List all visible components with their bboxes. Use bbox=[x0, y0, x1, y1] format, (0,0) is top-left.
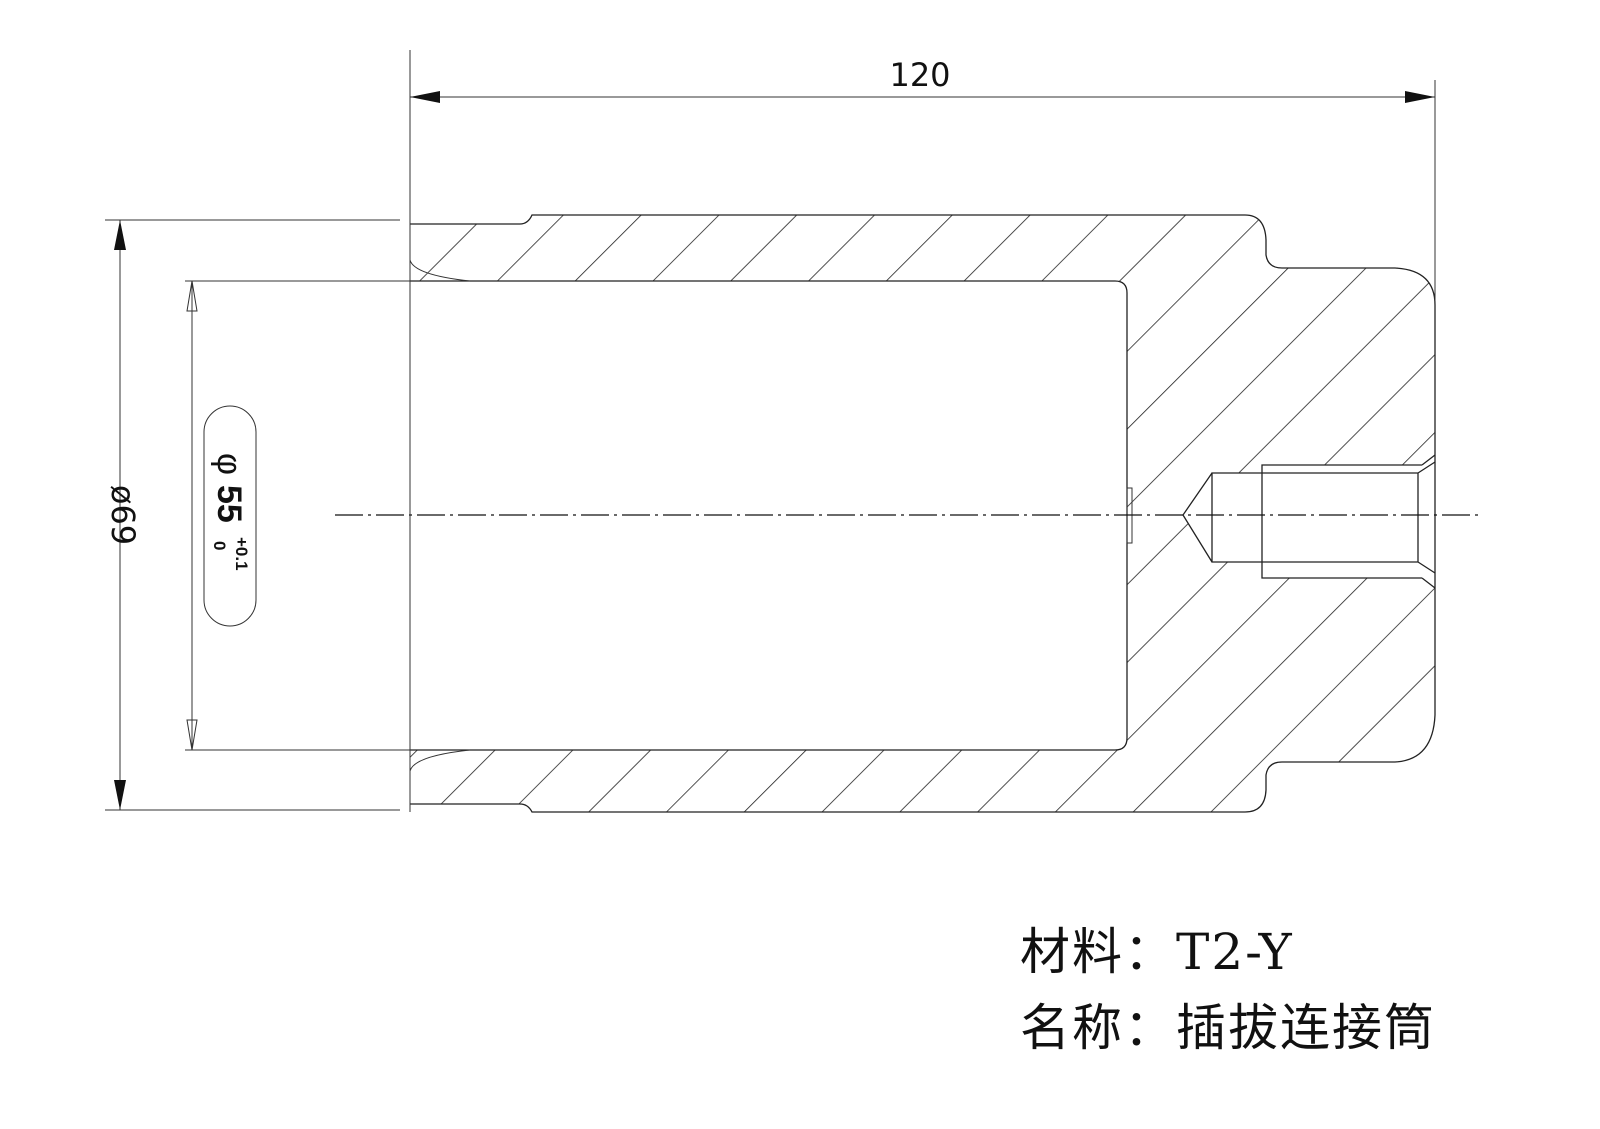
arrow-down-55 bbox=[186, 719, 198, 751]
material-label: 材料： bbox=[1020, 923, 1176, 981]
arrow-left bbox=[410, 91, 440, 103]
arrow-down-69 bbox=[114, 780, 126, 810]
dimension-diameter-69-text: ø69 bbox=[104, 485, 142, 545]
arrow-up-55 bbox=[186, 280, 198, 312]
material-value: T2-Y bbox=[1176, 923, 1294, 981]
bore-lower-tolerance: 0 bbox=[210, 541, 229, 550]
name-value: 插拔连接筒 bbox=[1176, 999, 1436, 1057]
diameter-symbol: φ bbox=[210, 453, 248, 475]
bore-entry-chamfer-bottom bbox=[409, 749, 471, 772]
arrow-right bbox=[1405, 91, 1435, 103]
dimension-length-text: 120 bbox=[889, 56, 950, 94]
outer-profile bbox=[410, 214, 1436, 813]
section-hatch bbox=[410, 215, 1435, 812]
bore-value: 55 bbox=[210, 485, 248, 523]
bore-upper-tolerance: +0.1 bbox=[232, 537, 251, 571]
material-line: 材料：T2-Y bbox=[1020, 912, 1294, 984]
arrow-up-69 bbox=[114, 220, 126, 250]
bore-dimension-label: φ 55 +0.1 0 bbox=[210, 453, 251, 571]
bore-entry-chamfer-top bbox=[409, 259, 471, 282]
bore-dimension-frame bbox=[203, 405, 257, 627]
name-label: 名称： bbox=[1020, 999, 1176, 1057]
name-line: 名称：插拔连接筒 bbox=[1020, 988, 1436, 1060]
